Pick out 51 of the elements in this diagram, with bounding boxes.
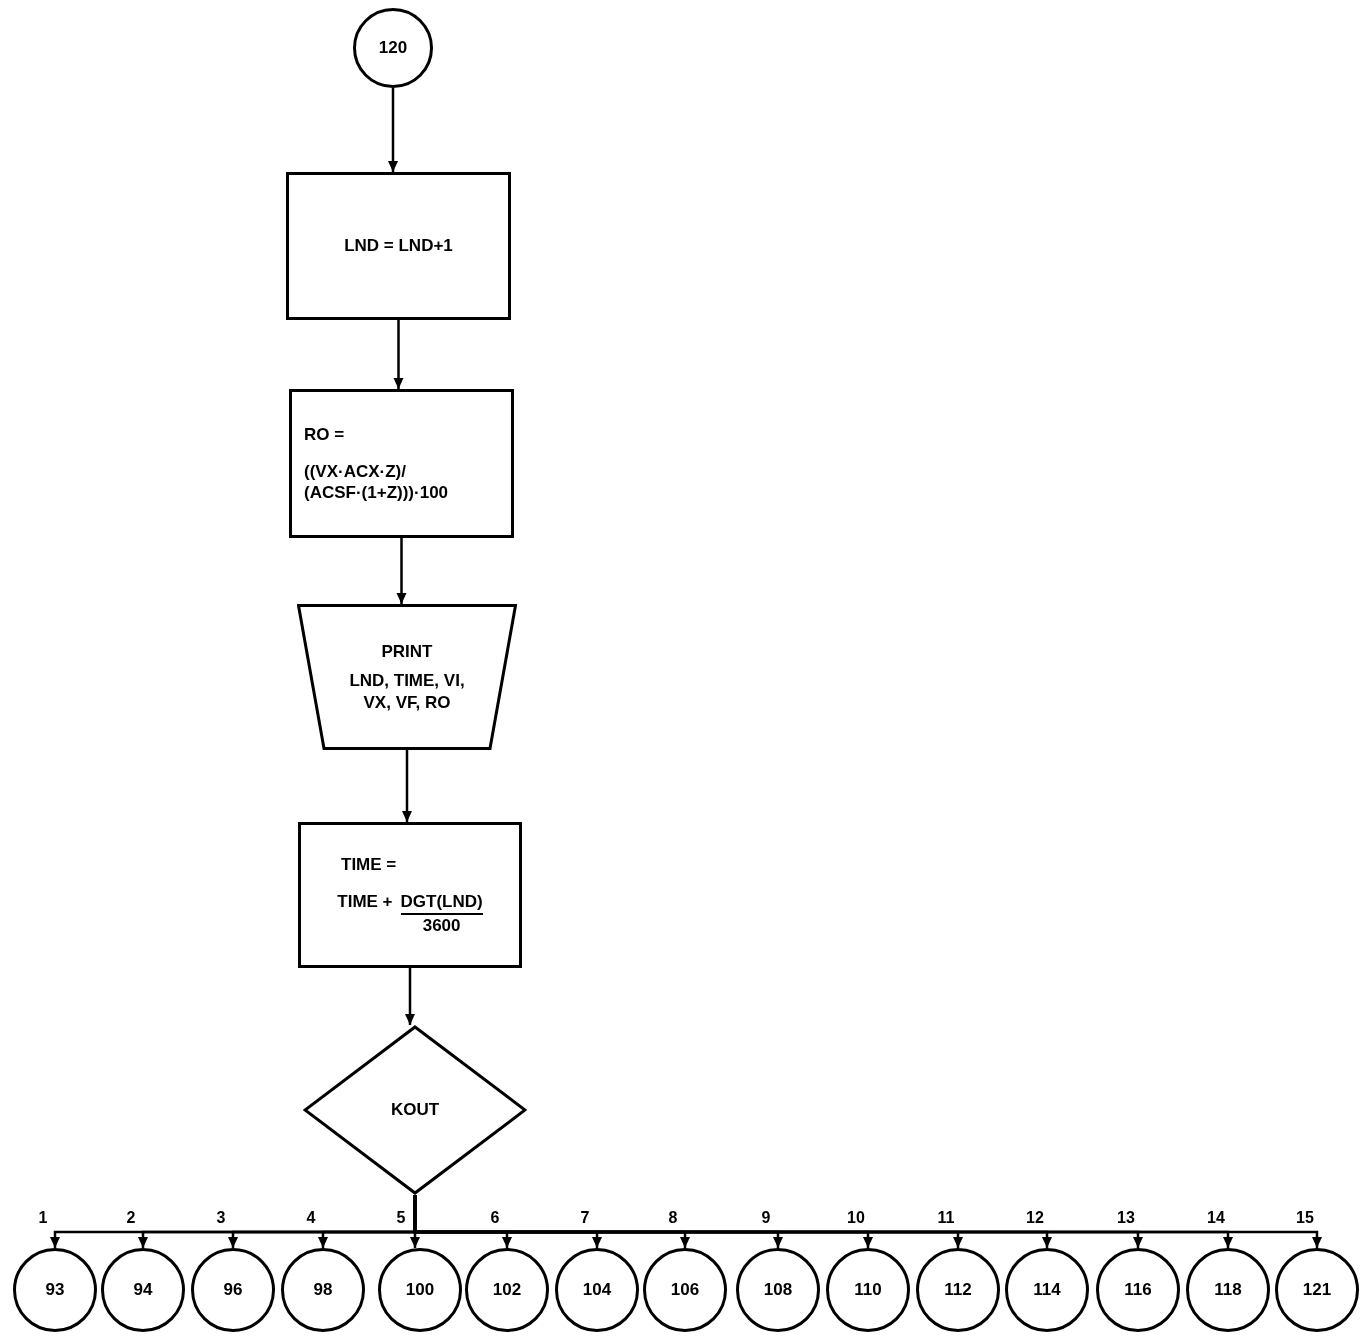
node-label: 120	[378, 37, 408, 59]
arrow	[393, 320, 404, 389]
edge-label: 11	[936, 1210, 956, 1226]
node-label: 106	[670, 1279, 700, 1301]
node-label: PRINT	[381, 641, 433, 663]
edge-label: 3	[215, 1210, 227, 1226]
node-label: 110	[854, 1279, 882, 1301]
process-box	[289, 389, 514, 538]
node-label: 112	[944, 1279, 972, 1301]
edge-label: 2	[125, 1210, 137, 1226]
node-label: 116	[1124, 1279, 1152, 1301]
node-label: 100	[405, 1279, 435, 1301]
node-label: 114	[1033, 1279, 1061, 1301]
edge-label: 9	[760, 1210, 772, 1226]
arrow	[402, 750, 412, 822]
node-label: ((VX·ACX·Z)/ (ACSF·(1+Z)))·100	[304, 460, 450, 504]
node-label: 118	[1214, 1279, 1242, 1301]
node-label: KOUT	[390, 1099, 440, 1121]
node-label: 94	[133, 1279, 153, 1301]
node-label: DGT(LND)	[400, 891, 483, 915]
decision-diamond	[303, 1025, 527, 1195]
node-label: TIME +	[337, 891, 393, 913]
edge-label: 13	[1116, 1210, 1136, 1226]
edge-label: 10	[846, 1210, 866, 1226]
edge-label: 12	[1025, 1210, 1045, 1226]
output-trapezoid	[297, 604, 517, 750]
node-label: RO =	[304, 423, 346, 445]
node-label: 108	[763, 1279, 793, 1301]
process-box	[286, 172, 511, 320]
node-label: 121	[1302, 1279, 1332, 1301]
node-label: LND, TIME, VI, VX, VF, RO	[348, 670, 466, 713]
edge-label: 6	[489, 1210, 501, 1226]
node-label: 3600	[422, 914, 461, 936]
arrow	[388, 88, 398, 172]
node-label: LND = LND+1	[344, 235, 453, 257]
edge-label: 4	[305, 1210, 317, 1226]
edge-label: 1	[37, 1210, 49, 1226]
node-label: 93	[45, 1279, 65, 1301]
process-box	[298, 822, 522, 968]
edge-label: 7	[579, 1210, 591, 1226]
edge-label: 14	[1206, 1210, 1226, 1226]
arrow	[396, 538, 407, 604]
node-label: 96	[223, 1279, 243, 1301]
node-label: TIME =	[341, 854, 397, 876]
edge-label: 5	[395, 1210, 407, 1226]
arrow	[405, 968, 415, 1025]
node-label: 102	[492, 1279, 522, 1301]
node-label: 104	[582, 1279, 612, 1301]
edge-label: 8	[667, 1210, 679, 1226]
node-label: 98	[313, 1279, 333, 1301]
edge-label: 15	[1295, 1210, 1315, 1226]
